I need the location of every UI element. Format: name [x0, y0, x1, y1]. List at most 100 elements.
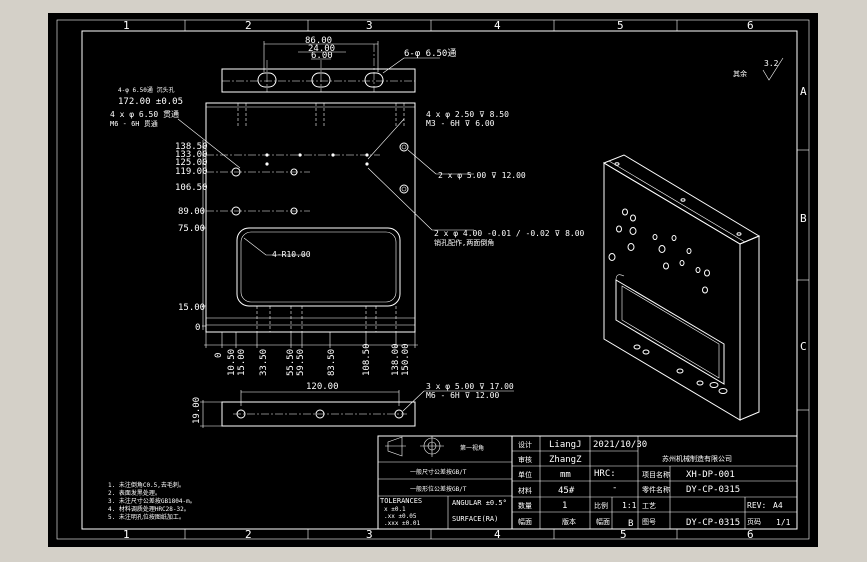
size-value: B: [628, 519, 633, 529]
y-dim-106-50: 106.50: [175, 183, 208, 193]
checker-value: ZhangZ: [549, 455, 582, 465]
x-dim-33-50: 33.50: [259, 349, 269, 376]
front-note-pin-b: 销孔配作,两面倒角: [434, 238, 494, 247]
model-space: [48, 13, 818, 547]
rev-label: REV:: [747, 501, 766, 510]
projection-label: 第一视角: [460, 444, 484, 452]
tolerance-line-1: x ±0.1: [384, 506, 406, 513]
zone-row-a: A: [800, 85, 807, 98]
date-value: 2021/10/30: [593, 440, 647, 450]
y-dim-89: 89.00: [178, 207, 205, 217]
checker-label: 审核: [518, 455, 532, 464]
part-name-value: DY-CP-0315: [686, 485, 740, 495]
hrc-value: -: [612, 483, 617, 493]
y-dim-125: 125.00: [175, 158, 208, 168]
roughness-symbol: [762, 57, 784, 81]
material-label: 材料: [518, 486, 532, 495]
zone-col-6-bottom: 6: [747, 528, 754, 541]
zone-ticks: [184, 20, 809, 539]
surface-label: SURFACE(RA): [452, 515, 498, 523]
designer-value: LiangJ: [549, 440, 582, 450]
size-label-2: 幅面: [596, 517, 610, 526]
company-name: 苏州机械制造有限公司: [662, 454, 732, 463]
zone-labels: 1 2 3 4 5 6 1 2 3 4 5 6 A B C: [123, 19, 807, 541]
bottom-view: [200, 390, 514, 428]
front-radius-note: 4-R10.00: [272, 250, 311, 259]
y-dim-15: 15.00: [178, 303, 205, 313]
zone-col-4-bottom: 4: [494, 528, 501, 541]
zone-row-c: C: [800, 340, 807, 353]
y-dim-0: 0: [195, 323, 200, 333]
y-dim-75: 75.00: [178, 224, 205, 234]
front-width-dim: 172.00 ±0.05: [118, 97, 183, 107]
bottom-height-dim: 19.00: [192, 397, 202, 424]
zone-row-b: B: [800, 212, 807, 225]
front-note-dia5: 2 x φ 5.00 ⊽ 12.00: [438, 171, 526, 180]
x-dim-55-50: 55.50: [286, 349, 296, 376]
zone-col-1-top: 1: [123, 19, 130, 32]
tech-notes: 1. 未注倒角C0.5,去毛刺。 2. 表面发黑处理。 3. 未注尺寸公差按GB…: [108, 481, 196, 521]
x-dim-15: 15.00: [237, 349, 247, 376]
size-label: 版本: [562, 517, 576, 526]
x-dim-108-50: 108.50: [362, 343, 372, 376]
title-block: [377, 435, 798, 530]
part-code-value: DY-CP-0315: [686, 518, 740, 528]
general-tol-note-2: 一般形位公差按GB/T: [410, 485, 467, 493]
process-label: 工艺: [642, 502, 656, 510]
top-dim-86: 86.00: [305, 36, 332, 46]
material-value: 45#: [558, 486, 575, 496]
front-note-m3-a: 4 x φ 2.50 ⊽ 8.50: [426, 110, 509, 119]
top-dim-6: 6.00: [311, 51, 333, 61]
top-dim-24: 24.00: [308, 44, 335, 54]
zone-col-2-top: 2: [245, 19, 252, 32]
x-dim-150: 150.00: [401, 343, 411, 376]
general-tol-note-1: 一般尺寸公差按GB/T: [410, 468, 467, 476]
tolerances-title: TOLERANCES: [380, 497, 422, 505]
sheet-label: 幅面: [518, 517, 532, 526]
x-dim-0: 0: [214, 353, 224, 358]
part-name-label: 零件名称: [642, 485, 670, 494]
top-view: [221, 41, 440, 93]
x-dim-138: 138.00: [391, 343, 401, 376]
front-note-through: 4 x φ 6.50 贯通: [110, 109, 179, 119]
zone-col-4-top: 4: [494, 19, 501, 32]
scale-value: 1:1: [622, 501, 637, 510]
angular-tolerance: ANGULAR ±0.5°: [452, 499, 507, 507]
drawing-no-value: XH-DP-001: [686, 470, 735, 480]
note-line-4: 4. 材料调质处理HRC28-32。: [108, 505, 190, 513]
note-line-1: 1. 未注倒角C0.5,去毛刺。: [108, 481, 185, 489]
zone-col-1-bottom: 1: [123, 528, 130, 541]
qty-label: 数量: [518, 501, 532, 510]
tolerance-line-2: .xx ±0.05: [384, 513, 417, 520]
front-note-m6: M6 - 6H 贯通: [110, 119, 158, 128]
unit-value: mm: [560, 470, 571, 480]
front-y-dims: 138.50 133.00 125.00 119.00 106.50 89.00…: [175, 142, 208, 333]
rev-value: A4: [773, 501, 783, 510]
roughness-label: 其余: [733, 69, 747, 78]
drawing-no-label: 图号: [642, 518, 656, 526]
y-dim-138-50: 138.50: [175, 142, 208, 152]
bottom-note-b: M6 - 6H ⊽ 12.00: [426, 391, 499, 400]
unit-label: 单位: [518, 470, 532, 479]
project-label: 项目名称: [642, 470, 670, 479]
front-note-m3-b: M3 - 6H ⊽ 6.00: [426, 119, 495, 128]
front-note-pin-a: 2 x φ 4.00 -0.01 / -0.02 ⊽ 8.00: [434, 229, 585, 238]
roughness-value: 3.2: [764, 59, 779, 68]
qty-value: 1: [562, 501, 567, 511]
x-dim-83-50: 83.50: [327, 349, 337, 376]
x-dim-10-50: 10.50: [227, 349, 237, 376]
scale-label: 比例: [594, 501, 608, 510]
top-hole-note: 6-φ 6.50通: [404, 48, 456, 59]
y-dim-133: 133.00: [175, 150, 208, 160]
front-view: [177, 102, 474, 348]
outer-border: [56, 19, 810, 540]
tolerance-line-3: .xxx ±0.01: [384, 520, 421, 527]
front-x-dims: 0 10.50 15.00 33.50 55.50 59.50 83.50 10…: [214, 343, 411, 376]
note-line-2: 2. 表面发黑处理。: [108, 489, 161, 497]
bottom-note-a: 3 x φ 5.00 ⊽ 17.00: [426, 382, 514, 391]
bottom-width-dim: 120.00: [306, 382, 339, 392]
isometric-view: [602, 154, 761, 421]
hrc-label: HRC:: [594, 469, 616, 479]
